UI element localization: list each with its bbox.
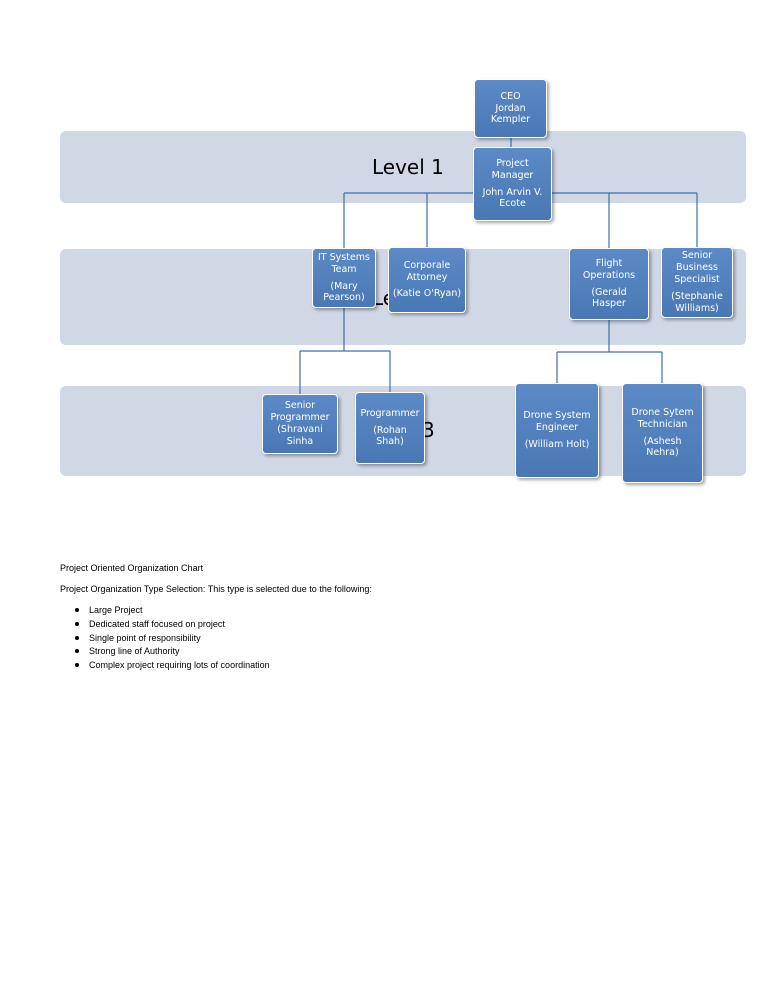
ceo-name: Jordan Kempler xyxy=(490,102,531,126)
chart-caption: Project Oriented Organization Chart xyxy=(60,563,204,573)
list-item: Dedicated staff focused on project xyxy=(60,619,270,633)
drone-technician-title-line1: Drone Sytem xyxy=(631,406,694,418)
drone-technician-title-line2: Technician xyxy=(637,418,688,430)
drone-engineer-title-line1: Drone System xyxy=(523,410,591,422)
programmer-node: Programmer (Rohan Shah) xyxy=(355,392,425,464)
attorney-title-line1: Corporale xyxy=(403,259,451,271)
it-title-line1: IT Systems xyxy=(318,251,370,263)
business-name-line2: Williams) xyxy=(675,302,719,314)
selection-statement: Project Organization Type Selection: Thi… xyxy=(60,584,372,594)
pm-name-line1: John Arvin V. xyxy=(482,186,543,198)
it-name-line1: (Mary xyxy=(330,280,358,292)
business-name-line1: (Stephanie xyxy=(671,290,723,302)
business-title-line2: Specialist xyxy=(674,274,720,286)
it-name-line2: Pearson) xyxy=(323,292,365,304)
project-manager-node: Project Manager John Arvin V. Ecote xyxy=(473,147,552,221)
programmer-name: (Rohan Shah) xyxy=(373,424,407,448)
it-title-line2: Team xyxy=(331,263,357,275)
ceo-node: CEO Jordan Kempler xyxy=(474,79,547,138)
ceo-title: CEO xyxy=(500,90,521,102)
flight-operations-node: Flight Operations (Gerald Hasper xyxy=(569,248,649,320)
drone-engineer-name: (William Holt) xyxy=(524,438,590,450)
senior-programmer-title-line1: Senior xyxy=(284,400,316,412)
flight-title: Flight Operations xyxy=(582,257,636,281)
flight-name: (Gerald Hasper xyxy=(591,286,627,310)
programmer-title: Programmer xyxy=(360,407,420,419)
list-item: Large Project xyxy=(60,605,270,619)
list-item: Single point of responsibility xyxy=(60,633,270,647)
level-1-label: Level 1 xyxy=(372,155,444,179)
attorney-name: (Katie O'Ryan) xyxy=(392,288,462,300)
drone-technician-node: Drone Sytem Technician (Ashesh Nehra) xyxy=(622,383,703,483)
level-3-label: 3 xyxy=(422,418,435,442)
pm-name-line2: Ecote xyxy=(499,198,526,210)
drone-engineer-node: Drone System Engineer (William Holt) xyxy=(515,383,599,478)
list-item: Strong line of Authority xyxy=(60,646,270,660)
business-title-line1: Senior Business xyxy=(676,250,718,274)
drone-technician-name: (Ashesh Nehra) xyxy=(643,435,682,459)
senior-business-node: Senior Business Specialist (Stephanie Wi… xyxy=(661,247,733,318)
level-1-band xyxy=(60,131,746,203)
attorney-title-line2: Attorney xyxy=(406,271,448,283)
list-item: Complex project requiring lots of coordi… xyxy=(60,660,270,674)
reasons-list: Large Project Dedicated staff focused on… xyxy=(60,605,270,674)
pm-title: Project Manager xyxy=(491,157,534,181)
senior-programmer-name: (Shravani Sinha xyxy=(277,424,323,447)
senior-programmer-title-line2: Programmer xyxy=(270,412,330,424)
attorney-node: Corporale Attorney (Katie O'Ryan) xyxy=(388,247,466,313)
senior-programmer-node: Senior Programmer (Shravani Sinha xyxy=(262,394,338,454)
it-systems-node: IT Systems Team (Mary Pearson) xyxy=(312,248,376,308)
drone-engineer-title-line2: Engineer xyxy=(535,422,579,434)
